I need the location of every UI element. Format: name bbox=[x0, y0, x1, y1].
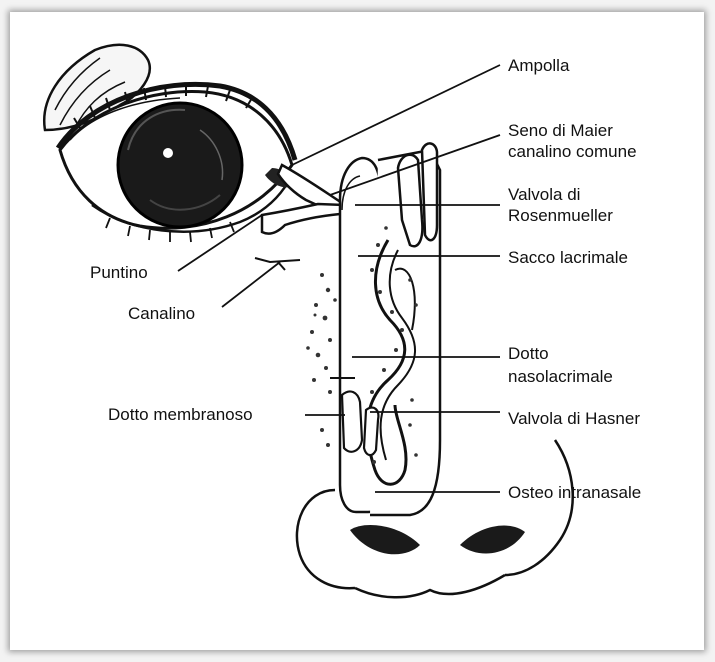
label-valvola-di: Valvola di bbox=[508, 183, 580, 206]
label-valvola-di-hasner: Valvola di Hasner bbox=[508, 407, 640, 430]
label-seno-di-maier: Seno di Maier bbox=[508, 119, 613, 142]
label-sacco-lacrimale: Sacco lacrimale bbox=[508, 246, 628, 269]
diagram-frame: Ampolla Seno di Maier canalino comune Va… bbox=[10, 12, 704, 650]
label-puntino: Puntino bbox=[90, 261, 148, 284]
lacrimal-anatomy-drawing bbox=[10, 12, 704, 650]
label-rosenmueller: Rosenmueller bbox=[508, 204, 613, 227]
label-canalino: Canalino bbox=[128, 302, 195, 325]
skin-stipple bbox=[306, 273, 337, 447]
label-dotto-membranoso: Dotto membranoso bbox=[108, 403, 253, 426]
label-nasolacrimale: nasolacrimale bbox=[508, 365, 613, 388]
nostrils bbox=[350, 525, 525, 554]
label-canalino-comune: canalino comune bbox=[508, 140, 637, 163]
label-ampolla: Ampolla bbox=[508, 54, 569, 77]
label-dotto: Dotto bbox=[508, 342, 549, 365]
label-osteo-intranasale: Osteo intranasale bbox=[508, 481, 641, 504]
